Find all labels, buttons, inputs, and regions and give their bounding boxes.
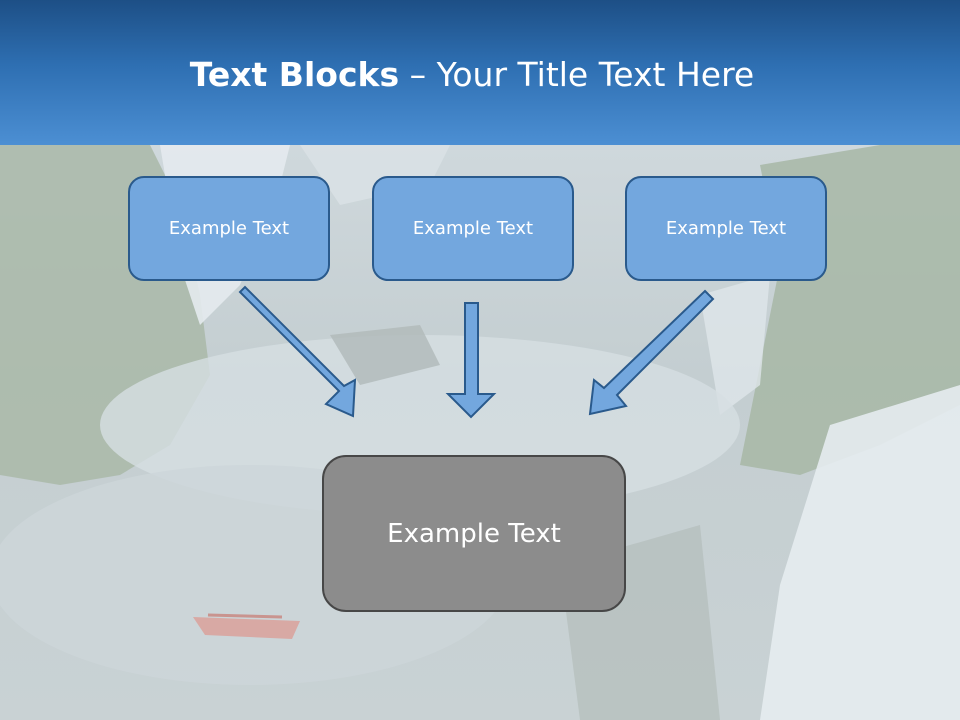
result-text-block-label: Example Text — [387, 518, 561, 549]
title-bold-part: Text Blocks — [189, 55, 400, 94]
text-block-2-label: Example Text — [412, 218, 534, 239]
result-text-block[interactable]: Example Text — [322, 455, 626, 612]
boat-icon — [193, 613, 300, 639]
title-bar: Text Blocks – Your Title Text Here — [0, 0, 960, 145]
text-block-2[interactable]: Example Text — [372, 176, 574, 281]
text-block-3-label: Example Text — [665, 218, 787, 239]
text-block-3[interactable]: Example Text — [625, 176, 827, 281]
slide-title: Text Blocks – Your Title Text Here — [0, 52, 944, 98]
text-block-1-label: Example Text — [168, 218, 290, 239]
text-block-1[interactable]: Example Text — [128, 176, 330, 281]
title-regular-part: Your Title Text Here — [436, 55, 755, 94]
title-separator: – — [399, 55, 437, 94]
